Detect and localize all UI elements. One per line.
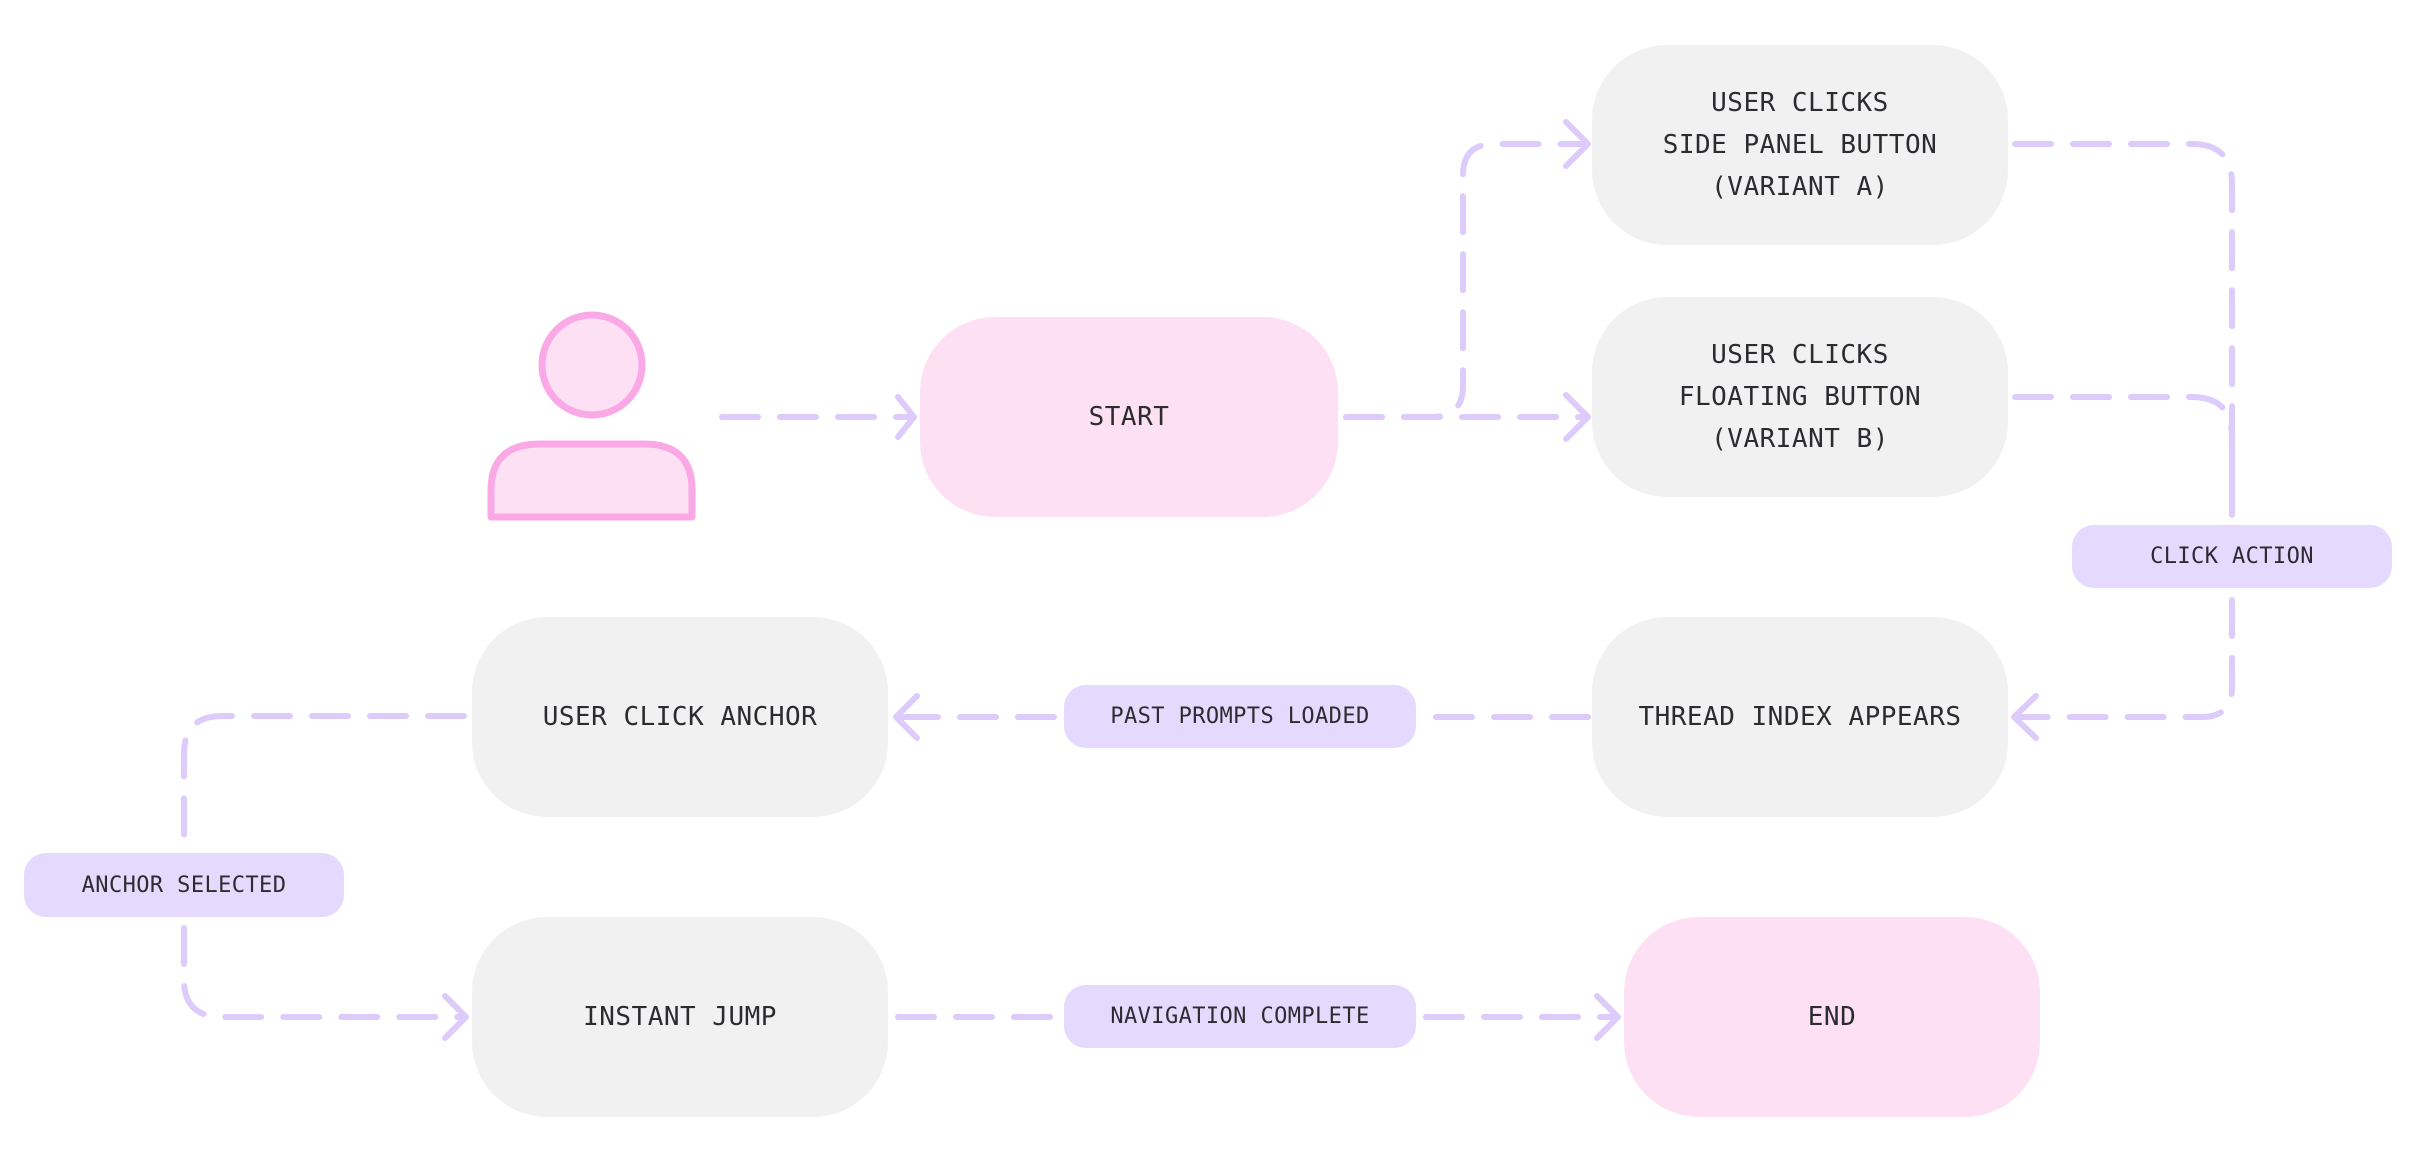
variant-b-node-label: USER CLICKS FLOATING BUTTON (VARIANT B) (1678, 340, 1922, 454)
user-click-anchor-node[interactable]: USER CLICK ANCHOR (472, 617, 888, 817)
edge-variant-b-to-click-action (2012, 394, 2235, 518)
start-node[interactable]: START (920, 317, 1338, 517)
user-icon (487, 311, 696, 521)
edge-click-action-to-thread-index (2011, 597, 2235, 741)
thread-index-node[interactable]: THREAD INDEX APPEARS (1592, 617, 2008, 817)
edge-variant-a-to-click-action (2012, 141, 2235, 518)
navigation-complete-label: NAVIGATION COMPLETE (1064, 985, 1416, 1048)
variant-a-node[interactable]: USER CLICKS SIDE PANEL BUTTON (VARIANT A… (1592, 45, 2008, 245)
user-click-anchor-node-label: USER CLICK ANCHOR (542, 702, 818, 732)
thread-index-node-label: THREAD INDEX APPEARS (1638, 702, 1962, 732)
edge-anchor-selected-to-instant-jump (181, 925, 469, 1041)
anchor-selected-label-text: ANCHOR SELECTED (81, 872, 287, 898)
variant-b-node[interactable]: USER CLICKS FLOATING BUTTON (VARIANT B) (1592, 297, 2008, 497)
edge-actor-to-start (719, 394, 917, 440)
variant-a-node-label: USER CLICKS SIDE PANEL BUTTON (VARIANT A… (1662, 88, 1938, 202)
edge-start-to-variant-a (1343, 119, 1591, 420)
edge-past-prompts-to-user-click-anchor (893, 693, 1057, 741)
end-node[interactable]: END (1624, 917, 2040, 1117)
edge-user-click-anchor-to-anchor-selected (181, 713, 467, 845)
edge-start-to-variant-b (1343, 392, 1591, 442)
past-prompts-loaded-label-text: PAST PROMPTS LOADED (1110, 704, 1370, 729)
click-action-label-text: CLICK ACTION (2150, 544, 2314, 569)
instant-jump-node[interactable]: INSTANT JUMP (472, 917, 888, 1117)
past-prompts-loaded-label: PAST PROMPTS LOADED (1064, 685, 1416, 748)
edge-navigation-complete-to-end (1423, 993, 1621, 1041)
start-node-label: START (1088, 402, 1170, 432)
instant-jump-node-label: INSTANT JUMP (583, 1002, 777, 1032)
end-node-label: END (1807, 1002, 1857, 1032)
click-action-label: CLICK ACTION (2072, 525, 2392, 588)
anchor-selected-label: ANCHOR SELECTED (24, 853, 344, 917)
navigation-complete-label-text: NAVIGATION COMPLETE (1110, 1004, 1370, 1029)
